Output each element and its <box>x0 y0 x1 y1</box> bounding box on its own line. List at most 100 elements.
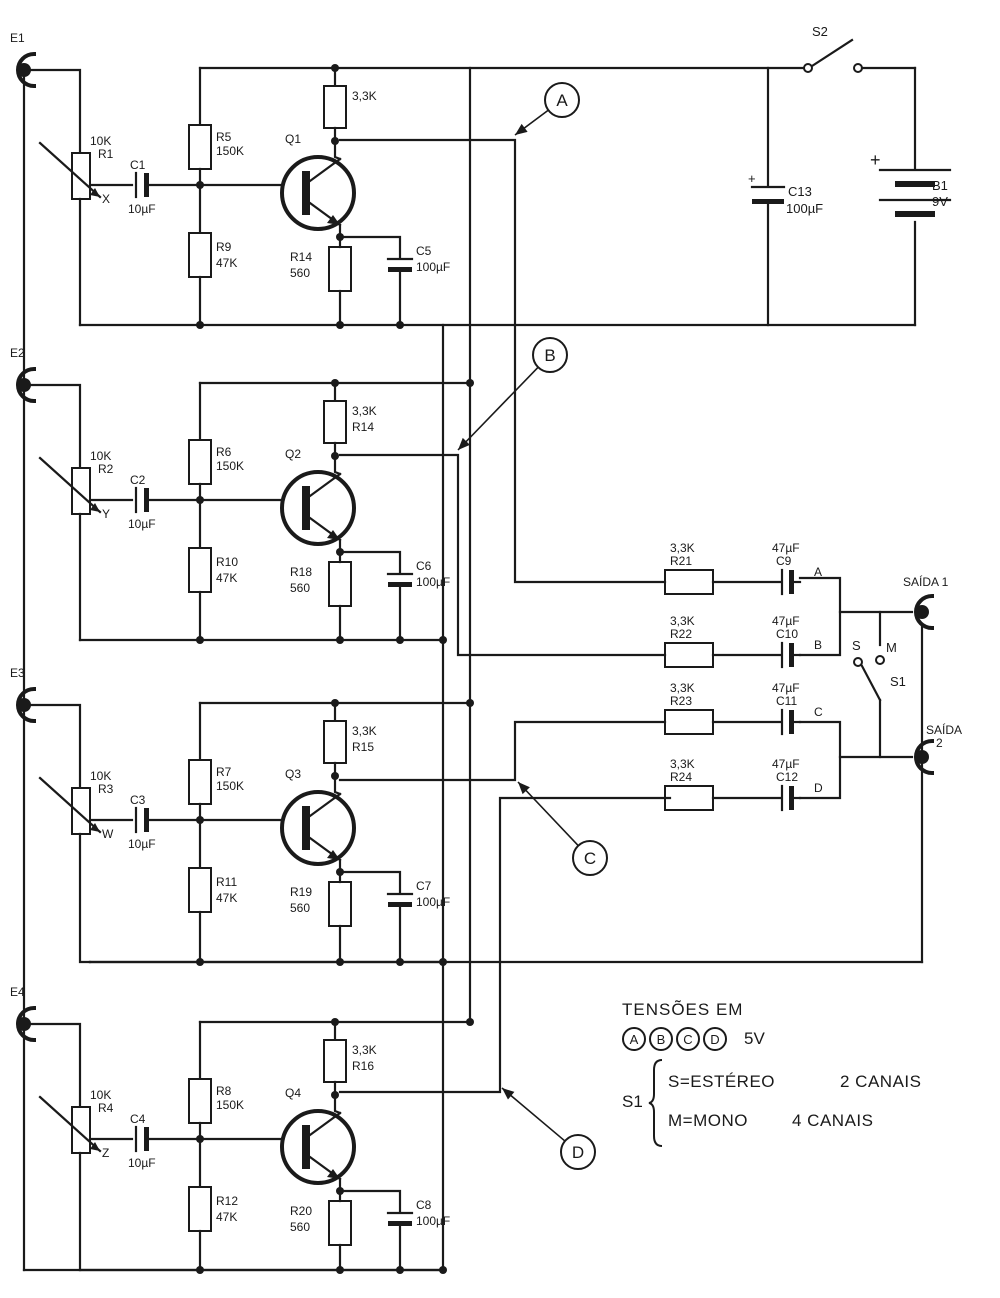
input-wire <box>22 703 82 794</box>
svg-text:+: + <box>748 171 756 186</box>
ce-name: C5 <box>416 244 432 258</box>
re-name: R14 <box>290 250 312 264</box>
pot-name: R1 <box>98 147 114 161</box>
amplifier-stages: E110KR1XC110µFR5150KR947KQ13,3KR14560C51… <box>10 31 474 1274</box>
mixer-c-value: 47µF <box>772 541 800 555</box>
re-name: R19 <box>290 885 312 899</box>
switch-s2: S2 <box>803 24 917 327</box>
mixer-c-value: 47µF <box>772 614 800 628</box>
ce-name: C8 <box>416 1198 432 1212</box>
rb-value: 150K <box>216 779 244 793</box>
wire-a <box>338 138 667 584</box>
junction-dot <box>439 636 447 644</box>
ce-wire <box>338 870 402 894</box>
rb-name: R8 <box>216 1084 232 1098</box>
rc-value: 3,3K <box>352 1043 377 1057</box>
input-jack-4: E4 <box>10 985 37 1043</box>
stage-1: E110KR1XC110µFR5150KR947KQ13,3KR14560C51… <box>10 31 450 329</box>
transistor-q2: Q2 <box>280 447 356 546</box>
rc-name: R16 <box>352 1059 374 1073</box>
out1-label: SAÍDA 1 <box>903 574 949 589</box>
mixer-network: 3,3KR2147µFC9A3,3KR2247µFC10B3,3KR2347µF… <box>664 541 823 812</box>
callout-label: A <box>556 91 568 110</box>
cap-name: C4 <box>130 1112 146 1126</box>
legend-points: A B C D 5V <box>622 1026 765 1052</box>
rc-name: R15 <box>352 740 374 754</box>
ce-wire <box>338 550 402 574</box>
rbot-value: 47K <box>216 1210 237 1224</box>
re-value: 560 <box>290 1220 310 1234</box>
pot-value: 10K <box>90 449 111 463</box>
mixer-r-value: 3,3K <box>670 614 695 628</box>
callout-d: D <box>501 1087 596 1170</box>
capacitor-c13: + C13 100µF <box>748 171 823 216</box>
ce-value: 100µF <box>416 575 450 589</box>
rb-name: R5 <box>216 130 232 144</box>
bus-cd <box>798 720 842 800</box>
rb-value: 150K <box>216 1098 244 1112</box>
input-wire <box>22 1022 82 1113</box>
rb-name: R7 <box>216 765 232 779</box>
b1-label: B1 <box>932 178 948 193</box>
pot-name: R3 <box>98 782 114 796</box>
callout-label: D <box>572 1143 584 1162</box>
wire-c <box>338 720 667 782</box>
pot-wiper-label: Y <box>102 507 110 521</box>
mixer-c-value: 47µF <box>772 757 800 771</box>
svg-text:S: S <box>852 638 861 653</box>
collector-resistor-1: 3,3K <box>323 85 377 129</box>
cap-value: 10µF <box>128 837 156 851</box>
pot-name: R4 <box>98 1101 114 1115</box>
re-name: R20 <box>290 1204 312 1218</box>
mixer-r-value: 3,3K <box>670 681 695 695</box>
ce-wire <box>338 235 402 259</box>
transistor-name: Q3 <box>285 767 301 781</box>
pot-ground-wire <box>78 832 92 964</box>
s2-label: S2 <box>812 24 828 39</box>
legend-voltage: 5V <box>744 1029 765 1048</box>
rc-name: R14 <box>352 420 374 434</box>
mixer-c-name: C10 <box>776 627 798 641</box>
stage-3: E310KR3WC310µFR7150KR1147KQ33,3KR15R1956… <box>10 666 474 966</box>
input-jack-3: E3 <box>10 666 37 724</box>
mixer-r-name: R24 <box>670 770 692 784</box>
stage-2: E210KR2YC210µFR6150KR1047KQ23,3KR14R1856… <box>10 346 474 644</box>
svg-text:2: 2 <box>936 736 943 750</box>
c13-value: 100µF <box>786 201 823 216</box>
pot-wiper-label: W <box>102 827 114 841</box>
pot-value: 10K <box>90 1088 111 1102</box>
junction-dot <box>466 379 474 387</box>
junction-dot <box>331 1091 339 1099</box>
ce-name: C6 <box>416 559 432 573</box>
mixer-tag: C <box>814 705 823 719</box>
ce-value: 100µF <box>416 260 450 274</box>
cap-value: 10µF <box>128 202 156 216</box>
junction-dot <box>466 699 474 707</box>
switch-s1: S M S1 <box>852 638 906 702</box>
junction-dot <box>331 452 339 460</box>
battery-b1: + B1 9V <box>870 150 952 217</box>
collector-resistor-4: 3,3K R16 <box>323 1039 377 1083</box>
junction-dot <box>331 772 339 780</box>
cap-value: 10µF <box>128 517 156 531</box>
callout-c: C <box>517 781 608 876</box>
c13-label: C13 <box>788 184 812 199</box>
rc-value: 3,3K <box>352 89 377 103</box>
legend-point-d: D <box>703 1027 727 1051</box>
ce-name: C7 <box>416 879 432 893</box>
mixer-r-value: 3,3K <box>670 541 695 555</box>
transistor-name: Q2 <box>285 447 301 461</box>
